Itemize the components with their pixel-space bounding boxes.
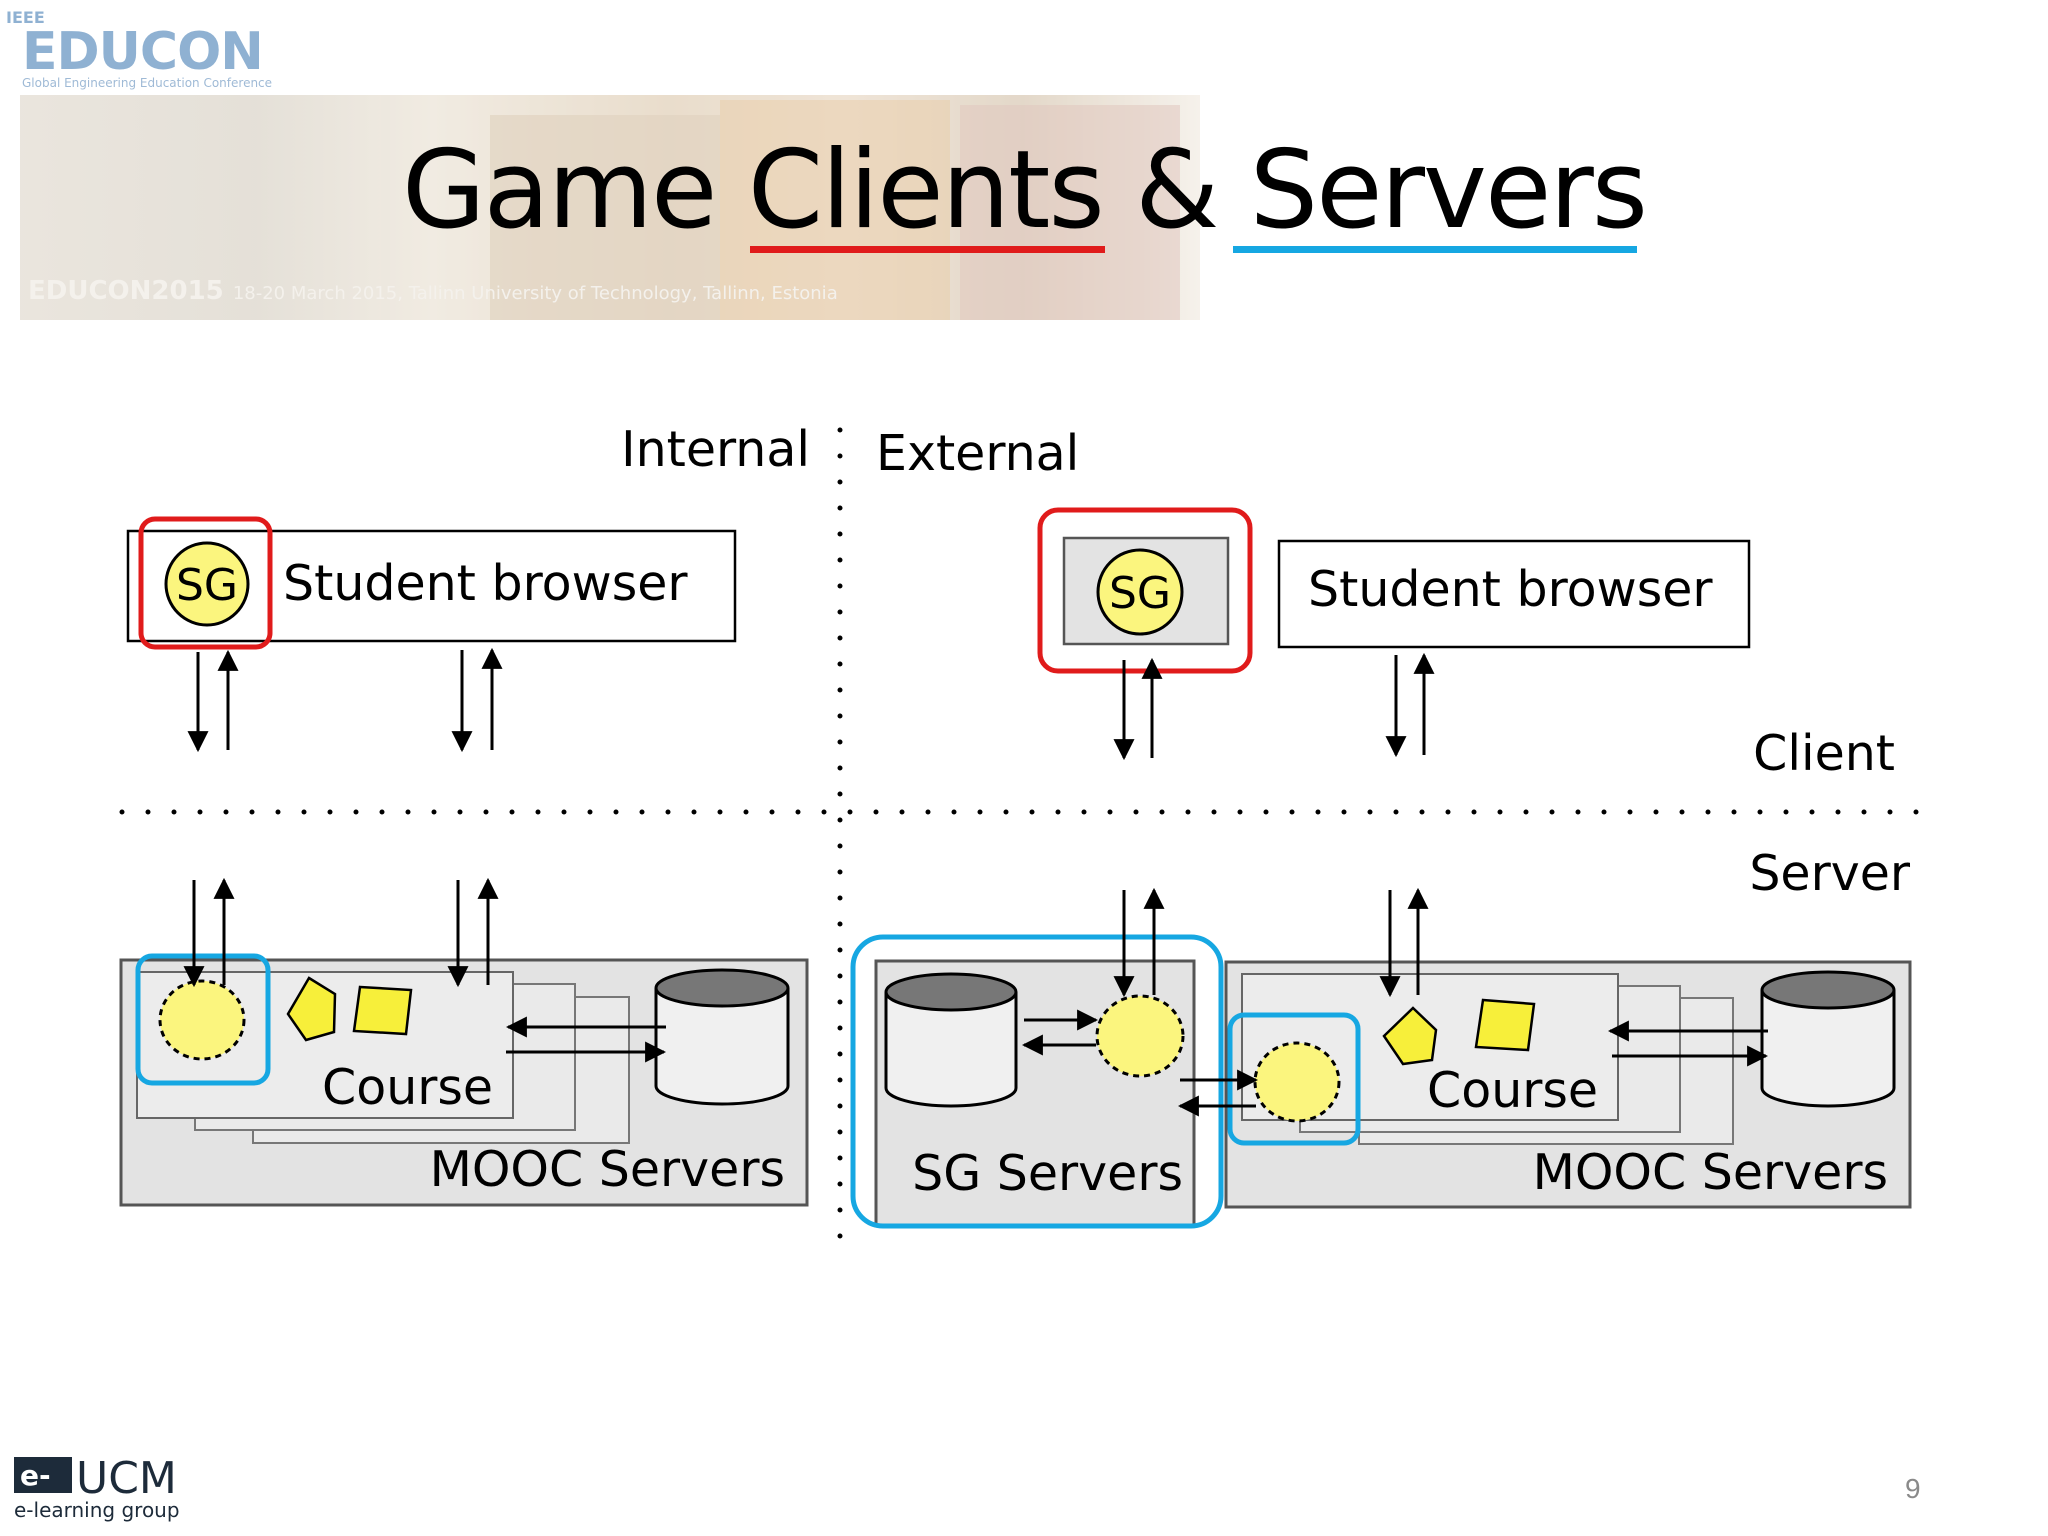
student-browser-label: Student browser [1308, 561, 1713, 618]
ucm-elearning-logo: e- UCM e-learning group [14, 1453, 180, 1522]
clients-underline [750, 246, 1105, 253]
banner-caption: EDUCON2015 18-20 March 2015, Tallinn Uni… [28, 276, 838, 306]
title-word-game: Game [401, 128, 748, 253]
database-top [884, 972, 1018, 1012]
sg-embedded-circle [158, 979, 246, 1061]
servers-underline [1233, 246, 1637, 253]
sg-circle [164, 541, 250, 627]
database-body [884, 992, 1018, 1108]
server-highlight-blue [135, 953, 271, 1086]
database-body [1760, 990, 1896, 1108]
label-server: Server [1749, 845, 1911, 902]
logo-badge-text: e- [20, 1459, 51, 1492]
banner-caption-rest: 18-20 March 2015, Tallinn University of … [232, 283, 838, 304]
course-label: Course [1427, 1062, 1598, 1119]
course-label: Course [322, 1059, 493, 1116]
database-top [654, 968, 790, 1008]
sg-servers-label: SG Servers [912, 1145, 1183, 1202]
title-word-servers: Servers [1249, 128, 1648, 253]
student-browser-label: Student browser [283, 555, 688, 612]
logo-badge [14, 1457, 72, 1493]
database-body [654, 988, 790, 1106]
banner-photo-building [490, 115, 720, 320]
slide-title: Game Clients & Servers [0, 128, 2048, 253]
sg-circle [1096, 548, 1184, 636]
mooc-servers-label: MOOC Servers [430, 1141, 785, 1198]
label-internal: Internal [621, 421, 810, 478]
banner-subtitle: Global Engineering Education Conference [22, 76, 273, 90]
mooc-servers-label: MOOC Servers [1533, 1144, 1888, 1201]
ieee-logo-text: IEEE [6, 8, 45, 27]
label-external: External [876, 425, 1079, 482]
logo-subtext: e-learning group [14, 1498, 180, 1522]
pentagon-shape [286, 976, 337, 1042]
client-highlight-red [138, 516, 273, 650]
banner-caption-main: EDUCON2015 [28, 276, 224, 306]
page-number: 9 [1905, 1473, 1921, 1504]
banner-photo-building [960, 105, 1180, 320]
database-top [1760, 970, 1896, 1010]
conference-banner [20, 95, 1200, 320]
student-browser-box [1277, 539, 1751, 649]
logo-ucm-text: UCM [76, 1453, 177, 1504]
pentagon-shape [1382, 1006, 1438, 1066]
banner-photo-building [720, 100, 950, 320]
educon-logo: EDUCON [22, 22, 264, 82]
square-shape [352, 985, 413, 1036]
sg-embedded-circle [1253, 1041, 1341, 1123]
sg-server-circle [1095, 994, 1185, 1078]
title-word-clients: Clients [747, 128, 1105, 253]
sg-label: SG [176, 560, 238, 611]
label-client: Client [1753, 725, 1895, 782]
square-shape [1474, 998, 1536, 1052]
sg-label: SG [1109, 568, 1171, 619]
title-ampersand: & [1102, 128, 1250, 253]
